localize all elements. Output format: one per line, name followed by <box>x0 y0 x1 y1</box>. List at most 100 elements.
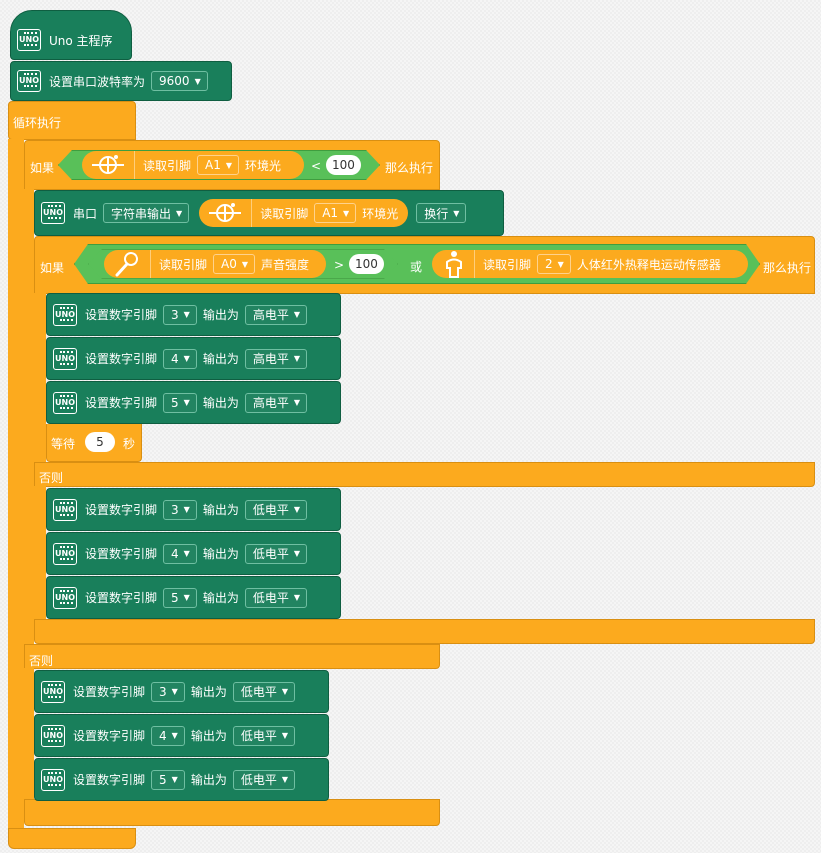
level-dropdown[interactable]: 高电平▼ <box>244 304 307 325</box>
chevron-down-icon: ▼ <box>183 549 190 558</box>
read-digital-pin-block[interactable]: 读取引脚 2▼ 人体红外热释电运动传感器 <box>432 250 748 278</box>
level-dropdown[interactable]: 低电平▼ <box>232 681 295 702</box>
uno-board-icon: UNO <box>53 542 77 565</box>
if-block-footer <box>24 799 440 826</box>
newline-dropdown[interactable]: 换行▼ <box>416 203 467 223</box>
pin-dropdown[interactable]: A0▼ <box>213 254 256 274</box>
chevron-down-icon: ▼ <box>293 505 300 514</box>
microphone-icon <box>112 251 142 277</box>
pin-dropdown[interactable]: 3▼ <box>151 681 185 702</box>
uno-board-icon: UNO <box>53 303 77 326</box>
chevron-down-icon: ▼ <box>343 208 350 218</box>
output-label: 输出为 <box>202 591 239 605</box>
uno-board-icon: UNO <box>41 768 65 791</box>
output-label: 输出为 <box>202 547 239 561</box>
pin-dropdown[interactable]: 4▼ <box>163 543 197 564</box>
level-dropdown[interactable]: 高电平▼ <box>244 392 307 413</box>
level-dropdown[interactable]: 低电平▼ <box>232 769 295 790</box>
serial-print-block[interactable]: UNO 串口 字符串输出▼ 读取引脚 A1▼ 环境光 换行▼ <box>34 190 504 236</box>
loop-label: 循环执行 <box>13 116 62 130</box>
inner-if-spine <box>34 293 46 463</box>
chevron-down-icon: ▼ <box>557 259 564 269</box>
wait-value-input[interactable]: 5 <box>85 432 115 452</box>
chevron-down-icon: ▼ <box>293 310 300 319</box>
if-block-spine <box>24 189 34 645</box>
loop-block-spine <box>8 139 24 829</box>
serial-label: 串口 <box>73 206 98 221</box>
digital-pin-label: 设置数字引脚 <box>85 547 158 561</box>
if-label: 如果 <box>30 161 55 175</box>
read-pin-block[interactable]: 读取引脚 A0▼ 声音强度 <box>104 250 326 278</box>
serial-baud-label: 设置串口波特率为 <box>49 74 146 89</box>
read-pin-block[interactable]: 读取引脚 A1▼ 环境光 <box>199 199 409 227</box>
chevron-down-icon: ▼ <box>293 398 300 407</box>
compare-value-input[interactable]: 100 <box>349 254 384 274</box>
wait-block[interactable]: 等待 5 秒 <box>46 424 142 462</box>
wait-label: 等待 <box>51 437 76 451</box>
read-pin-label: 读取引脚 <box>143 158 192 173</box>
chevron-down-icon: ▼ <box>225 160 233 170</box>
greater-than-operator: > <box>334 258 345 272</box>
chevron-down-icon: ▼ <box>453 208 460 218</box>
pin-dropdown[interactable]: 5▼ <box>151 769 185 790</box>
loop-block-header[interactable]: 循环执行 <box>8 101 136 140</box>
level-dropdown[interactable]: 低电平▼ <box>244 499 307 520</box>
loop-block-footer <box>8 828 136 849</box>
sensor-name: 人体红外热释电运动传感器 <box>576 257 721 272</box>
digital-pin-label: 设置数字引脚 <box>85 308 158 322</box>
chevron-down-icon: ▼ <box>281 687 288 696</box>
pin-dropdown[interactable]: 4▼ <box>163 348 197 369</box>
chevron-down-icon: ▼ <box>183 505 190 514</box>
level-dropdown[interactable]: 低电平▼ <box>244 587 307 608</box>
chevron-down-icon: ▼ <box>293 549 300 558</box>
pin-dropdown[interactable]: A1▼ <box>314 203 357 223</box>
digital-pin-label: 设置数字引脚 <box>85 352 158 366</box>
level-dropdown[interactable]: 低电平▼ <box>232 725 295 746</box>
chevron-down-icon: ▼ <box>183 310 190 319</box>
digital-pin-label: 设置数字引脚 <box>85 503 158 517</box>
pin-dropdown[interactable]: 4▼ <box>151 725 185 746</box>
digital-write-block[interactable]: UNO 设置数字引脚 4▼ 输出为低电平▼ <box>46 532 341 575</box>
pin-dropdown[interactable]: A1▼ <box>197 155 240 175</box>
serial-baud-block[interactable]: UNO 设置串口波特率为 9600▼ <box>10 61 232 101</box>
less-than-operator: < <box>311 159 322 173</box>
uno-board-icon: UNO <box>41 680 65 703</box>
pin-dropdown[interactable]: 2▼ <box>537 254 571 274</box>
chevron-down-icon: ▼ <box>281 731 288 740</box>
main-program-label: Uno 主程序 <box>49 33 113 48</box>
light-sensor-icon <box>207 201 243 225</box>
chevron-down-icon: ▼ <box>241 259 249 269</box>
level-dropdown[interactable]: 高电平▼ <box>244 348 307 369</box>
read-pin-label: 读取引脚 <box>159 257 208 272</box>
print-mode-dropdown[interactable]: 字符串输出▼ <box>103 203 190 223</box>
read-pin-block[interactable]: 读取引脚 A1▼ 环境光 <box>82 151 304 179</box>
uno-board-icon: UNO <box>41 724 65 747</box>
read-pin-label: 读取引脚 <box>483 257 532 272</box>
else-label: 否则 <box>29 654 54 668</box>
pin-dropdown[interactable]: 5▼ <box>163 587 197 608</box>
pin-dropdown[interactable]: 3▼ <box>163 499 197 520</box>
compare-value-input[interactable]: 100 <box>326 155 361 175</box>
digital-pin-label: 设置数字引脚 <box>73 773 146 787</box>
level-dropdown[interactable]: 低电平▼ <box>244 543 307 564</box>
sensor-name: 环境光 <box>362 206 399 221</box>
baud-rate-dropdown[interactable]: 9600▼ <box>151 71 208 91</box>
chevron-down-icon: ▼ <box>171 775 178 784</box>
chevron-down-icon: ▼ <box>171 731 178 740</box>
then-label: 那么执行 <box>763 261 812 275</box>
main-program-hat-block[interactable]: UNO Uno 主程序 <box>10 10 132 60</box>
pin-dropdown[interactable]: 5▼ <box>163 392 197 413</box>
chevron-down-icon: ▼ <box>293 593 300 602</box>
chevron-down-icon: ▼ <box>176 208 183 218</box>
pin-dropdown[interactable]: 3▼ <box>163 304 197 325</box>
uno-board-icon: UNO <box>53 586 77 609</box>
output-label: 输出为 <box>202 503 239 517</box>
